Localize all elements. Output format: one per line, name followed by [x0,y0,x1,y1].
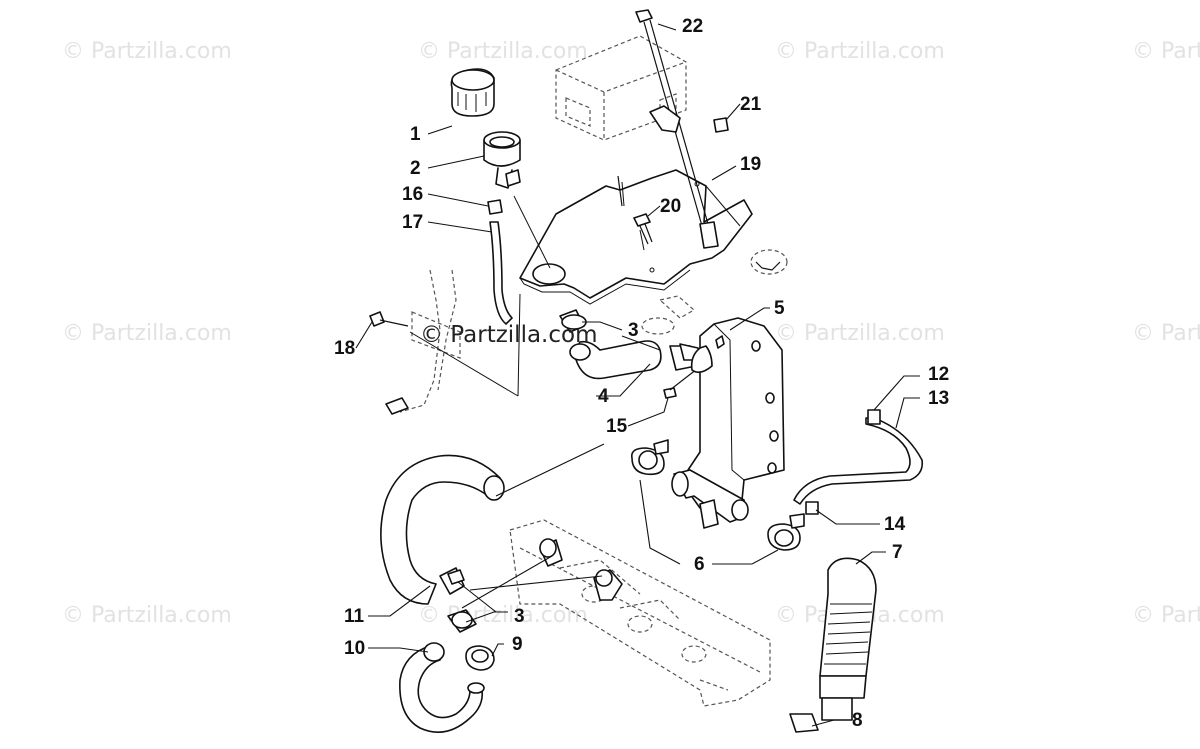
ghost-pad [658,295,696,319]
part-6-clamps [630,439,805,551]
callout-13: 13 [928,388,949,409]
watermark: © Partzilla.com [418,39,588,64]
part-5-reservoir [671,317,785,529]
leader-lines [355,23,920,727]
callout-19: 19 [740,154,761,175]
callout-20: 20 [660,196,681,217]
callout-10: 10 [344,638,365,659]
engine-fittings [539,538,623,601]
ghost-frame-left [385,269,461,415]
center-watermark: © Partzilla.com [420,322,598,348]
mounting-bracket [519,169,753,305]
callout-15: 15 [606,416,628,437]
callout-8: 8 [852,710,863,731]
callout-6: 6 [694,554,705,575]
callout-5: 5 [774,298,785,319]
callout-11: 11 [344,606,365,627]
part-14-clamp [805,501,819,515]
part-21-nut [713,117,729,133]
watermark: © Partzilla.com [775,321,945,346]
callout-7: 7 [892,542,903,563]
grommet [750,249,788,275]
callout-numbers: 1 2 16 17 18 3 4 15 5 12 13 14 6 7 8 9 1… [334,16,949,731]
bracket-clip [649,105,681,133]
part-17-hose [489,221,513,325]
watermark: © Partzilla.com [1132,603,1200,628]
watermark: © Partzilla.com [62,603,232,628]
part-18-bolt [369,311,409,327]
watermark: © Partzilla.com [775,39,945,64]
leader-line [517,293,521,397]
part-7-hose [819,557,877,721]
watermark: © Partzilla.com [418,603,588,628]
watermark: © Partzilla.com [1132,39,1200,64]
ghost-pad [641,317,675,335]
part-12-clamp [867,409,881,425]
callout-17: 17 [402,212,423,233]
part-8-plug [789,713,819,733]
callout-4: 4 [598,386,609,407]
part-2-filler-neck [483,131,521,189]
callout-22: 22 [682,16,703,37]
callout-16: 16 [402,184,423,205]
callout-3-lower: 3 [514,606,525,627]
part-4-hose [569,340,703,380]
bracket-hole [532,263,566,285]
watermark: © Partzilla.com [62,39,232,64]
callout-18: 18 [334,338,355,359]
watermark: © Partzilla.com [62,321,232,346]
callout-14: 14 [884,514,906,535]
part-9-clamp [465,645,495,671]
part-3-lower-clamp [439,567,477,633]
callout-21: 21 [740,94,762,115]
part-13-hose [793,409,924,515]
callout-1: 1 [410,124,421,145]
part-1-cap [450,68,495,117]
leader-line [409,331,519,397]
part-10-hose [399,642,485,734]
callout-3-upper: 3 [628,320,639,341]
callout-12: 12 [928,364,949,385]
part-16-clamp [487,199,503,215]
callout-9: 9 [512,634,523,655]
part-20-bolt [633,213,653,245]
leader-line [513,195,551,269]
watermark: © Partzilla.com [1132,321,1200,346]
bracket-stud [617,175,623,207]
callout-2: 2 [410,158,421,179]
